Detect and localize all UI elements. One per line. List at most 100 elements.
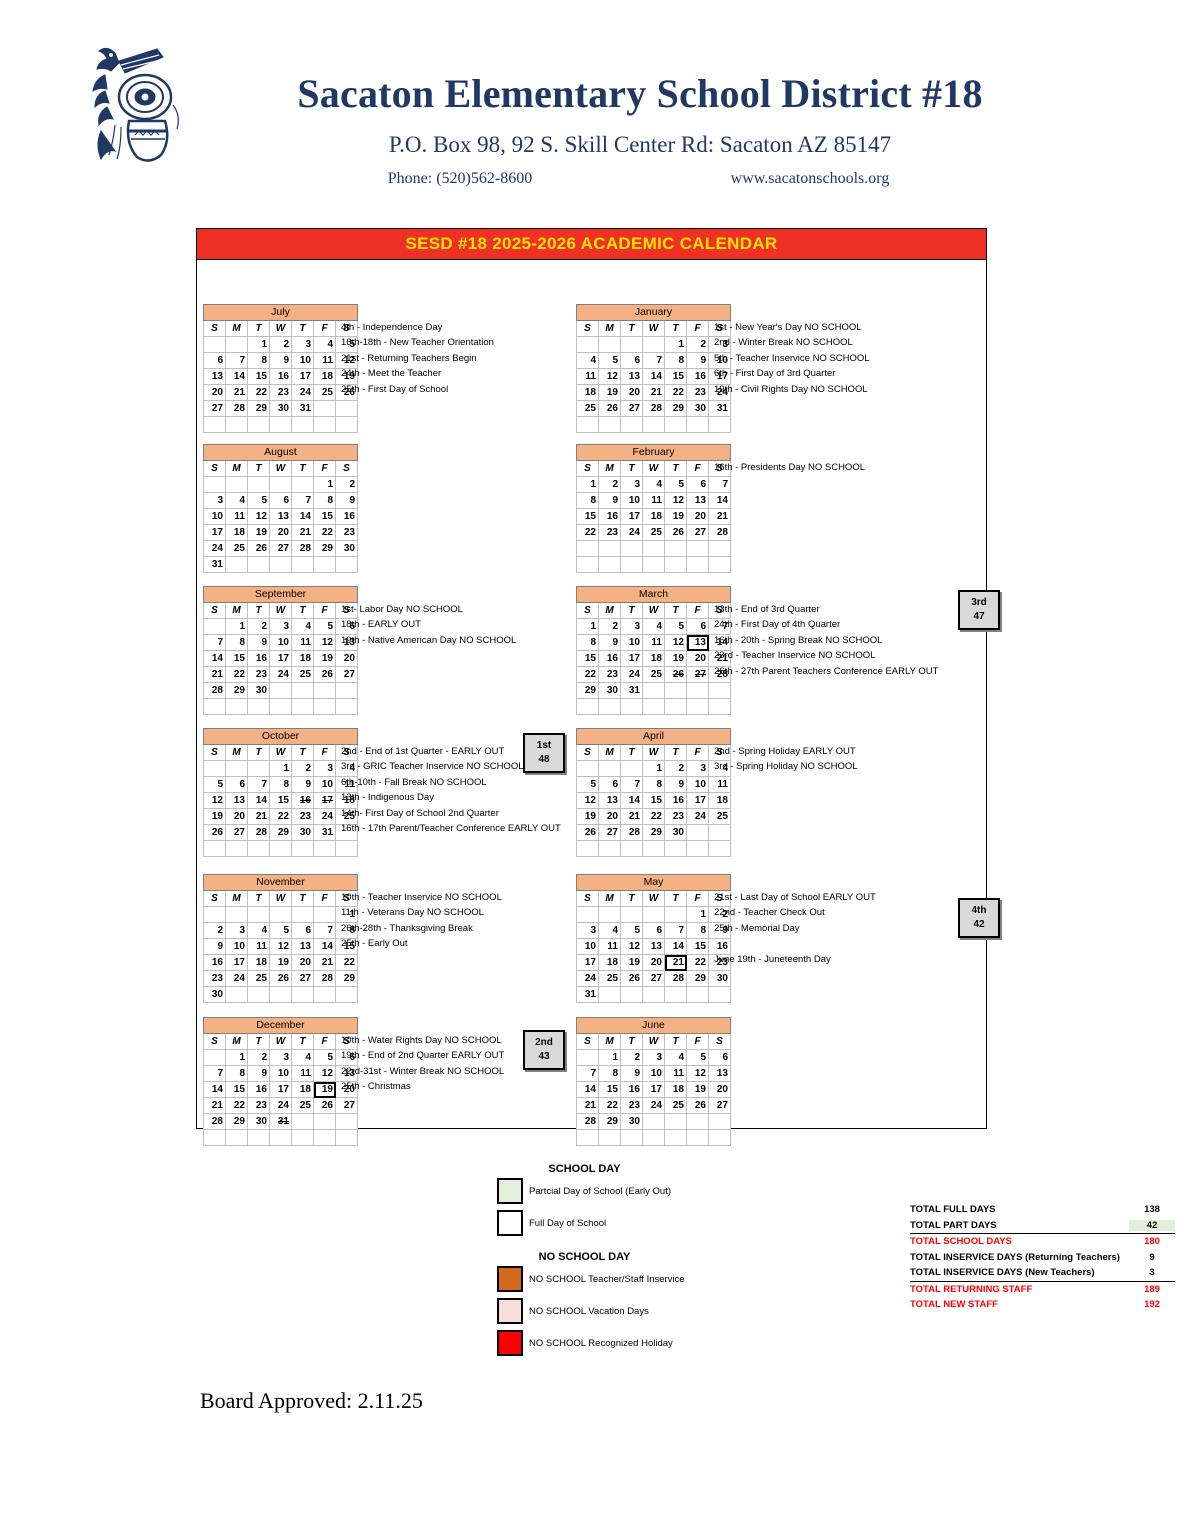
dow-header: S xyxy=(576,320,599,337)
totals-label: TOTAL INSERVICE DAYS (Returning Teachers… xyxy=(910,1251,1120,1263)
week-row: 31 xyxy=(203,556,358,573)
dow-header: T xyxy=(664,460,687,477)
day-cell: 17 xyxy=(291,368,314,385)
day-cell: 27 xyxy=(291,970,314,987)
day-cell xyxy=(313,416,336,433)
dow-header: T xyxy=(664,890,687,907)
day-cell xyxy=(269,986,292,1003)
dow-header: T xyxy=(620,460,643,477)
dow-header: T xyxy=(247,320,270,337)
dow-header: S xyxy=(203,602,226,619)
day-cell: 18 xyxy=(313,368,336,385)
note-line: 24th - First Day of 4th Quarter xyxy=(714,619,841,631)
note-line: 3rd - GRIC Teacher Inservice NO SCHOOL xyxy=(341,761,524,773)
day-cell: 26 xyxy=(247,540,270,557)
day-cell xyxy=(708,840,731,857)
day-cell xyxy=(620,698,643,715)
day-cell: 8 xyxy=(686,922,709,939)
day-cell: 15 xyxy=(225,650,248,667)
day-cell: 27 xyxy=(686,666,709,683)
day-cell xyxy=(686,1129,709,1146)
day-cell xyxy=(620,336,643,353)
day-cell: 30 xyxy=(291,824,314,841)
day-cell: 1 xyxy=(576,618,599,635)
day-cell: 8 xyxy=(225,634,248,651)
day-cell: 11 xyxy=(642,634,665,651)
day-cell: 5 xyxy=(335,336,358,353)
day-cell: 2 xyxy=(598,476,621,493)
day-cell: 23 xyxy=(598,666,621,683)
month-name: June xyxy=(576,1017,731,1034)
day-cell xyxy=(225,760,248,777)
quarter-label: 2nd xyxy=(535,1037,553,1048)
dow-header: T xyxy=(291,890,314,907)
day-cell xyxy=(664,556,687,573)
day-cell: 9 xyxy=(269,352,292,369)
day-cell: 2 xyxy=(708,906,731,923)
day-cell: 21 xyxy=(708,508,731,525)
day-cell: 5 xyxy=(686,1049,709,1066)
dow-header: T xyxy=(620,320,643,337)
day-cell xyxy=(642,1129,665,1146)
day-cell: 16 xyxy=(664,792,687,809)
day-cell: 16 xyxy=(247,650,270,667)
totals-label: TOTAL RETURNING STAFF xyxy=(910,1283,1033,1295)
day-cell: 19 xyxy=(335,368,358,385)
day-cell: 28 xyxy=(664,970,687,987)
day-cell: 4 xyxy=(291,1049,314,1066)
dow-header: S xyxy=(203,1033,226,1050)
totals-label: TOTAL NEW STAFF xyxy=(910,1299,998,1311)
day-cell: 14 xyxy=(642,368,665,385)
day-cell xyxy=(664,840,687,857)
note-line: 10th - Water Rights Day NO SCHOOL xyxy=(341,1035,502,1046)
day-cell: 15 xyxy=(313,508,336,525)
day-cell: 29 xyxy=(269,824,292,841)
day-cell: 12 xyxy=(620,938,643,955)
day-cell xyxy=(620,986,643,1003)
day-cell: 23 xyxy=(686,384,709,401)
day-cell: 10 xyxy=(313,776,336,793)
day-cell: 25 xyxy=(335,808,358,825)
day-cell: 8 xyxy=(642,776,665,793)
day-cell: 31 xyxy=(203,556,226,573)
day-cell: 22 xyxy=(664,384,687,401)
week-row xyxy=(576,698,731,715)
day-cell: 6 xyxy=(269,492,292,509)
day-cell: 9 xyxy=(686,352,709,369)
day-cell xyxy=(313,1113,336,1130)
dow-header: M xyxy=(225,320,248,337)
day-cell: 18 xyxy=(291,650,314,667)
day-cell: 21 xyxy=(203,1097,226,1114)
day-cell: 28 xyxy=(620,824,643,841)
day-cell: 31 xyxy=(576,986,599,1003)
day-cell: 16 xyxy=(335,508,358,525)
day-cell: 21 xyxy=(664,954,687,971)
day-cell xyxy=(598,1129,621,1146)
day-cell: 17 xyxy=(225,954,248,971)
day-cell: 13 xyxy=(598,792,621,809)
board-approved-text: Board Approved: 2.11.25 xyxy=(200,1388,423,1413)
day-cell xyxy=(686,840,709,857)
day-cell: 16 xyxy=(620,1081,643,1098)
day-cell: 19 xyxy=(620,954,643,971)
day-cell xyxy=(664,1129,687,1146)
day-cell xyxy=(203,906,226,923)
day-cell xyxy=(203,760,226,777)
day-cell: 4 xyxy=(313,336,336,353)
day-cell: 23 xyxy=(291,808,314,825)
day-cell: 14 xyxy=(664,938,687,955)
day-cell: 30 xyxy=(247,1113,270,1130)
month-name: July xyxy=(203,304,358,321)
day-cell xyxy=(620,416,643,433)
legend-school-day-heading: SCHOOL DAY xyxy=(548,1163,621,1175)
day-cell: 24 xyxy=(620,666,643,683)
day-cell: 23 xyxy=(598,524,621,541)
